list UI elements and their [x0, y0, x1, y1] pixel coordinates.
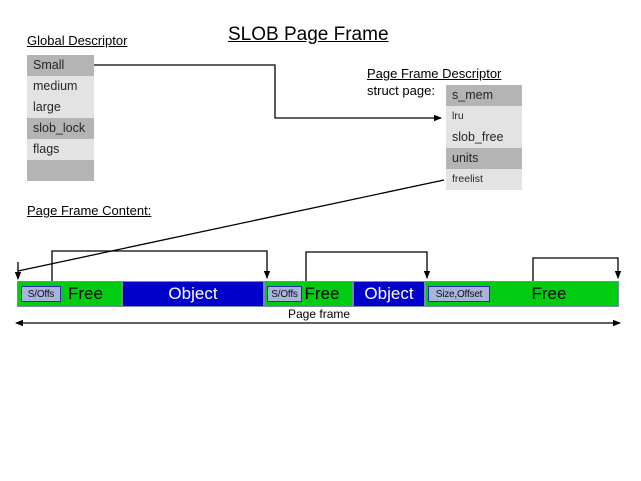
page-frame-descriptor-row-lru: lru — [446, 106, 522, 127]
page-frame-descriptor-row-units: units — [446, 148, 522, 169]
struct-page-label: struct page: — [367, 83, 435, 98]
page-frame-content-heading: Page Frame Content: — [27, 203, 152, 218]
connector-free1-to-free2 — [51, 250, 271, 281]
global-descriptor-heading: Global Descriptor — [27, 33, 128, 48]
global-descriptor-row-Small: Small — [27, 55, 94, 76]
connector-freelist-to-block1 — [17, 179, 445, 272]
page-frame-descriptor-heading: Page Frame Descriptor — [367, 66, 502, 81]
segment-header-badge-1: S/Offs — [21, 286, 61, 302]
global-descriptor-row-empty — [27, 160, 94, 181]
segment-header-badge-5: Size,Offset — [428, 286, 490, 302]
global-descriptor-row-large: large — [27, 97, 94, 118]
segment-label: Object — [364, 284, 414, 303]
segment-label: Free — [68, 284, 103, 303]
global-descriptor-row-flags: flags — [27, 139, 94, 160]
segment-label: Free — [304, 284, 340, 303]
segment-label: Free — [531, 284, 567, 303]
connector-free2-to-free3 — [305, 251, 431, 281]
page-frame-segment-object-4: Object — [353, 281, 425, 307]
page-title: SLOB Page Frame — [228, 24, 389, 45]
page-frame-descriptor-row-s-mem: s_mem — [446, 85, 522, 106]
page-frame-descriptor-row-slob-free: slob_free — [446, 127, 522, 148]
connector-free3-to-end — [532, 257, 622, 281]
segment-header-badge-3: S/Offs — [267, 286, 302, 302]
page-frame-segment-object-2: Object — [122, 281, 264, 307]
global-descriptor-row-slob-lock: slob_lock — [27, 118, 94, 139]
segment-label: Object — [168, 284, 218, 303]
page-frame-caption: Page frame — [288, 307, 351, 321]
page-frame-descriptor-row-freelist: freelist — [446, 169, 522, 190]
global-descriptor-row-medium: medium — [27, 76, 94, 97]
